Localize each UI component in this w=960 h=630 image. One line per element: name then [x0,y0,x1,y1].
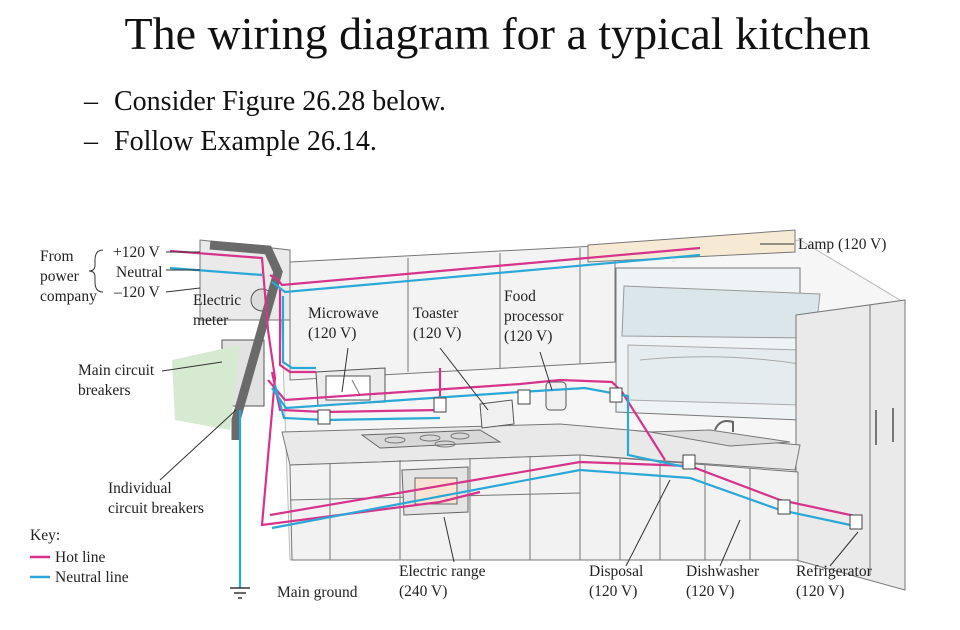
label-electric: Electric [193,292,241,309]
outlets [317,387,863,530]
label-refrigerator: Refrigerator [796,563,873,580]
label-processor: processor [504,308,564,325]
label-disposal: Disposal [589,563,643,580]
ground-symbol [230,587,250,599]
label-plus-120v: +120 V [113,244,161,261]
label-lamp: Lamp (120 V) [798,236,886,253]
label-minus-120v: –120 V [113,284,161,301]
kitchen-window [615,267,821,421]
leader-lines [88,243,859,567]
label-electric-range: Electric range [399,563,486,580]
sink [649,429,791,447]
neutral-wires [169,253,856,588]
label-electric-range-voltage: (240 V) [399,583,447,600]
bullet-text: Consider Figure 26.28 below. [114,86,446,117]
label-toaster: Toaster [413,305,459,322]
label-from: From [40,248,74,265]
upper-cabinets [289,244,616,381]
label-dishwasher: Dishwasher [686,563,760,580]
microwave [315,367,386,407]
label-microwave-voltage: (120 V) [308,325,356,342]
label-power: power [40,268,80,285]
label-neutral: Neutral [116,264,162,281]
label-individual: Individual [108,480,172,497]
kitchen-illustration [172,229,906,591]
legend-hot-label: Hot line [55,549,105,566]
label-company: company [40,288,97,305]
service-conduit [209,240,283,440]
bullet-text: Follow Example 26.14. [114,126,377,157]
label-main-circuit: Main circuit [78,362,155,379]
label-refrigerator-voltage: (120 V) [796,583,844,600]
label-microwave: Microwave [308,305,379,322]
bullet-dash: – [84,126,98,157]
label-meter: meter [193,312,229,329]
label-circuit-breakers: circuit breakers [108,500,204,517]
food-processor [545,381,567,411]
label-disposal-voltage: (120 V) [589,583,637,600]
label-breakers: breakers [78,382,131,399]
label-dishwasher-voltage: (120 V) [686,583,734,600]
cooktop [360,429,502,449]
legend-title: Key: [30,527,60,544]
lower-cabinets [289,454,799,561]
lamp-name: Lamp [798,236,834,253]
bullet-item: –Consider Figure 26.28 below. [84,82,446,122]
outdoor-foliage [172,345,240,430]
label-main-ground: Main ground [277,584,358,601]
bullet-item: –Follow Example 26.14. [84,122,446,162]
diagram-labels: From power company +120 V Neutral –120 V… [40,236,886,601]
bullet-dash: – [84,86,98,117]
legend: Key: Hot line Neutral line [30,527,129,586]
bullet-list: –Consider Figure 26.28 below. –Follow Ex… [84,82,446,162]
label-food-processor-voltage: (120 V) [504,328,552,345]
lamp-voltage: (120 V) [838,236,886,253]
refrigerator [795,299,906,591]
toaster [479,399,515,429]
label-food: Food [504,288,536,305]
slide-title: The wiring diagram for a typical kitchen [124,8,871,59]
legend-neutral-label: Neutral line [55,569,129,586]
label-toaster-voltage: (120 V) [413,325,461,342]
